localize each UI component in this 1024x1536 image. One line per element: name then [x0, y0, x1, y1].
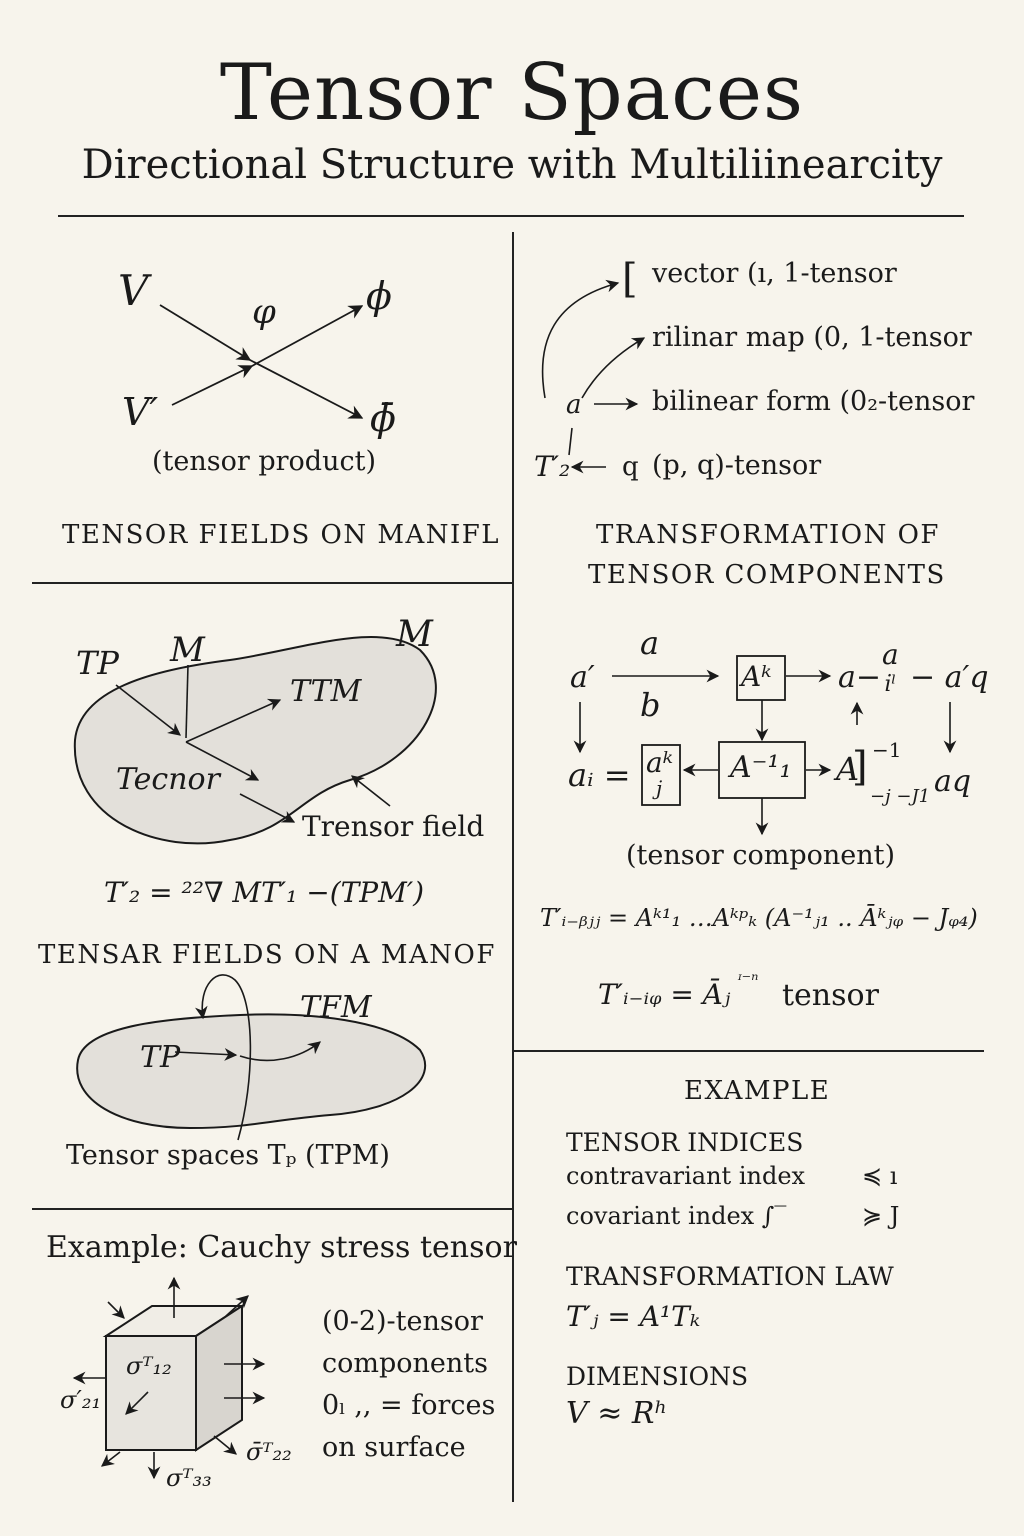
label-A-right: A: [836, 750, 860, 788]
cauchy-desc-4: on surface: [322, 1432, 466, 1463]
contravariant-label: contravariant index: [566, 1162, 806, 1190]
cauchy-desc-2: components: [322, 1348, 488, 1379]
label-a-i: aᵢ =: [568, 756, 631, 794]
tensor-product-caption: (tensor product): [152, 446, 376, 477]
covariant-label: covariant index ∫‾: [566, 1202, 787, 1230]
section-heading-fields: TENSOR FIELDS ON MANIFL: [62, 520, 501, 550]
dimensions-value: V ≈ Rʰ: [566, 1396, 668, 1431]
covariant-symbol: ≽ J: [862, 1202, 900, 1230]
label-M-outer: M: [396, 614, 433, 655]
label-TFM: TFM: [300, 990, 372, 1025]
label-TTM: TTM: [290, 674, 362, 709]
label-T-ecnor: Tecnor: [116, 762, 220, 797]
dimensions-title: DIMENSIONS: [566, 1362, 749, 1391]
left-divider-1: [32, 582, 512, 584]
label-phi-top: ϕ: [366, 274, 392, 318]
tensor-type-linear-map: rilinar map (0, 1-tensor: [652, 322, 972, 353]
label-a-minus: a−: [838, 660, 882, 695]
cauchy-desc-1: (0-2)-tensor: [322, 1306, 483, 1337]
label-TP-2: TP: [140, 1040, 181, 1075]
transformation-law-title: TRANSFORMATION LAW: [566, 1262, 894, 1291]
label-V: V: [118, 266, 149, 315]
transformation-arrows: [573, 669, 957, 836]
label-sigma12: σᵀ₁₂: [126, 1352, 172, 1380]
transformation-boxes: [641, 655, 806, 806]
label-V-prime: V′: [122, 390, 159, 434]
label-q-left: q: [622, 452, 639, 482]
stress-cube: [102, 1304, 246, 1452]
manifold-2-arrows: [174, 974, 321, 1141]
tensor-product-arrows: [159, 304, 364, 419]
box-akj-top: aᵏ: [646, 746, 673, 779]
bracket-mark: [: [622, 256, 638, 302]
label-minus-one: −1: [872, 738, 902, 762]
label-phi-bottom: ϕ̄: [370, 396, 396, 440]
label-sigma22: σ̄ᵀ₂₂: [246, 1438, 292, 1466]
label-sigma33: σᵀ₃₃: [166, 1464, 212, 1492]
label-frac-top: a: [882, 638, 899, 671]
label-M-inner: M: [170, 630, 205, 670]
header-divider: [58, 215, 964, 217]
transformation-heading-2: TENSOR COMPONENTS: [588, 560, 946, 590]
label-sigma21: σ′₂₁: [60, 1386, 102, 1414]
tensor-component-caption: (tensor component): [626, 840, 896, 871]
manifold-1-arrows: [115, 664, 391, 823]
tensor-types-arrows: [541, 279, 646, 474]
box-Ak: Aᵏ: [741, 660, 772, 693]
label-TP-1: TP: [76, 644, 119, 682]
label-a-q: aq: [934, 764, 972, 799]
label-a-left: a: [566, 390, 582, 420]
stress-arrows: [72, 1276, 266, 1480]
transformation-equation-2-sup: ᶦ⁻ⁿ: [738, 970, 759, 991]
page-subtitle: Directional Structure with Multiliinearc…: [81, 142, 943, 188]
transformation-equation-2: T′ᵢ₋ᵢᵩ = Āⱼ: [598, 978, 731, 1011]
label-frac-bottom: i̇ˡ: [884, 672, 897, 697]
label-idx-bottom: −j −J1: [870, 786, 931, 807]
manifold-blob-1: [73, 636, 437, 845]
transformation-law: T′ⱼ = A¹Tₖ: [566, 1300, 701, 1333]
manifold-1-equation: T′₂ = ²²∇ MT′₁ −(TPM′): [104, 876, 425, 909]
label-bracket-right: ]: [852, 744, 868, 790]
tensor-type-vector: vector (ı, 1-tensor: [652, 258, 897, 289]
example-heading: EXAMPLE: [684, 1076, 831, 1106]
cauchy-desc-3: 0ₗ ,, = forces: [322, 1390, 496, 1421]
box-akj-bottom: j: [656, 776, 663, 800]
transformation-equation-1: T′ᵢ₋ᵦⱼⱼ = Aᵏ¹₁ …Aᵏᵖₖ (A⁻¹ⱼ₁ .. Āᵏⱼᵩ − Jᵩ…: [540, 904, 978, 932]
label-aq-prime: − a′q: [910, 660, 989, 695]
section-heading-manifold: TENSAR FIELDS ON A MANOF: [38, 940, 496, 970]
label-T2-left: T′₂: [534, 450, 571, 483]
label-a-prime: a′: [570, 660, 595, 695]
tensor-type-pq: (p, q)-tensor: [652, 450, 822, 481]
cauchy-heading: Example: Cauchy stress tensor: [46, 1230, 517, 1265]
tensor-type-bilinear: bilinear form (0₂-tensor: [652, 386, 975, 417]
left-divider-2: [32, 1208, 512, 1210]
right-divider-1: [512, 1050, 984, 1052]
label-b-bottom: b: [640, 686, 661, 724]
label-tensor-field: Trensor field: [302, 810, 485, 843]
tensor-spaces-caption: Tensor spaces Tₚ (TPM): [66, 1140, 390, 1171]
tensor-indices-title: TENSOR INDICES: [566, 1128, 804, 1157]
manifold-blob-2: [76, 1013, 427, 1130]
contravariant-symbol: ≼ ı: [862, 1162, 898, 1190]
transformation-equation-2-word: tensor: [782, 978, 879, 1013]
label-phi-mid: φ: [252, 292, 276, 332]
column-divider: [512, 232, 514, 1502]
transformation-heading-1: TRANSFORMATION OF: [596, 520, 940, 550]
page-title: Tensor Spaces: [219, 48, 805, 138]
label-a-top: a: [640, 624, 660, 662]
box-inverse: A⁻¹₁: [730, 750, 792, 785]
